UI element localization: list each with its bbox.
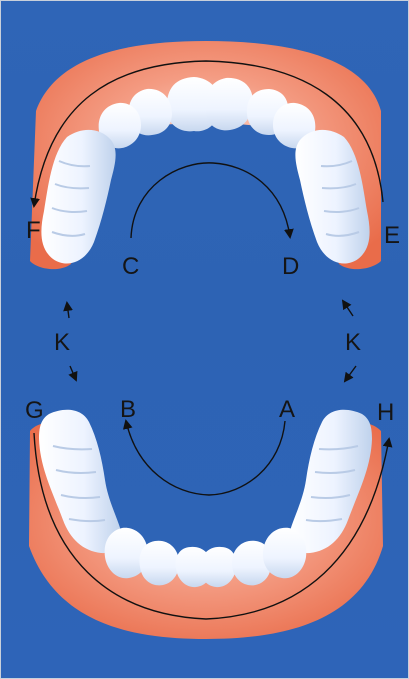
label-c: C: [122, 255, 140, 279]
lower-tooth-6: [263, 528, 306, 579]
label-k-left: K: [54, 331, 71, 355]
label-k-right: K: [345, 331, 362, 355]
label-h: H: [377, 401, 395, 425]
lower-tooth-2: [140, 541, 180, 586]
label-a: A: [279, 398, 296, 422]
label-g: G: [25, 399, 44, 423]
left-k-arrow-up: [67, 303, 69, 318]
lower-inner-arrow: [126, 421, 285, 495]
label-e: E: [384, 224, 401, 248]
label-d: D: [282, 255, 300, 279]
upper-inner-arrow: [131, 163, 290, 238]
right-k-arrow-down: [345, 366, 356, 381]
left-k-arrow-down: [70, 366, 76, 380]
label-f: F: [26, 219, 41, 243]
right-k-arrow-up: [343, 301, 353, 316]
label-b: B: [120, 398, 137, 422]
